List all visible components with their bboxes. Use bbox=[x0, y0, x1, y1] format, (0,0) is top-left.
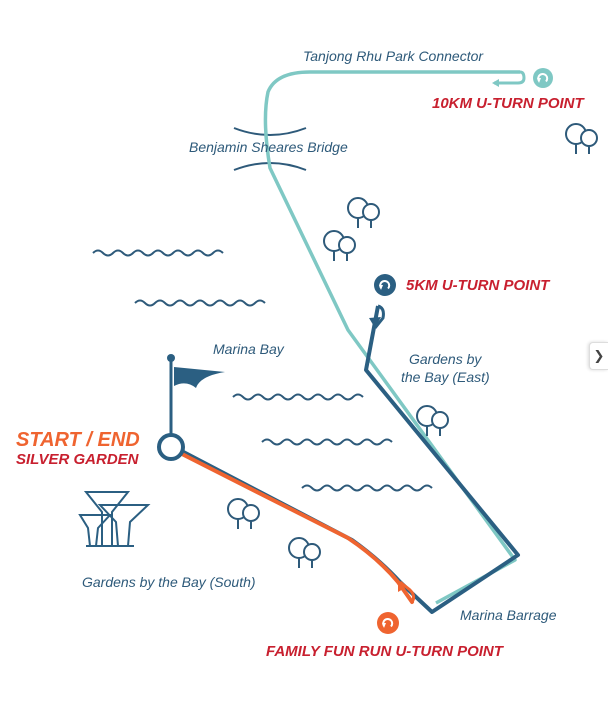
bridge-label: Benjamin Sheares Bridge bbox=[189, 139, 348, 155]
wave-icon bbox=[134, 299, 266, 307]
tree-icon bbox=[565, 123, 598, 154]
wave-icon bbox=[92, 249, 224, 257]
marina-bay-label: Marina Bay bbox=[213, 341, 285, 357]
tree-icon bbox=[347, 197, 380, 228]
park-connector-label: Tanjong Rhu Park Connector bbox=[303, 48, 484, 64]
wave-icon bbox=[232, 393, 364, 401]
gardens-east-label-line2: the Bay (East) bbox=[401, 369, 490, 385]
wave-icon bbox=[301, 484, 433, 492]
route-5km-hook bbox=[373, 304, 385, 329]
five-km-uturn-label: 5KM U-TURN POINT bbox=[406, 277, 551, 294]
arrowhead-family bbox=[398, 583, 405, 592]
tree-icon bbox=[227, 498, 260, 529]
ten-km-uturn-label: 10KM U-TURN POINT bbox=[432, 95, 586, 112]
uturn-icon-10km bbox=[533, 68, 553, 88]
arrowhead-10km bbox=[492, 79, 499, 87]
water-waves bbox=[92, 249, 433, 492]
uturn-icon-5km bbox=[374, 274, 396, 296]
next-slide-button[interactable]: ❯ bbox=[589, 342, 608, 370]
route-family bbox=[176, 450, 414, 604]
route-10km-turn bbox=[494, 70, 526, 85]
bridge-arc-top bbox=[233, 127, 307, 136]
gardens-south-label: Gardens by the Bay (South) bbox=[82, 574, 256, 590]
tree-icon bbox=[323, 230, 356, 261]
marina-barrage-label: Marina Barrage bbox=[460, 607, 557, 623]
tree-icon bbox=[416, 405, 449, 436]
silver-garden-label: SILVER GARDEN bbox=[16, 451, 140, 468]
family-fun-uturn-label: FAMILY FUN RUN U-TURN POINT bbox=[266, 643, 505, 660]
flag-icon bbox=[174, 367, 225, 388]
arrowhead-5km bbox=[369, 317, 381, 328]
flag-pole-knob bbox=[167, 354, 175, 362]
gardens-east-label-line1: Gardens by bbox=[409, 351, 482, 367]
chevron-right-icon: ❯ bbox=[593, 348, 605, 364]
tree-icon bbox=[288, 537, 321, 568]
supertree-icon bbox=[78, 491, 151, 547]
wave-icon bbox=[261, 438, 393, 446]
route-family-hook bbox=[399, 580, 416, 603]
start-end-marker bbox=[157, 433, 185, 461]
uturn-icon-family bbox=[377, 612, 399, 634]
route-10km bbox=[263, 70, 520, 605]
start-end-label: START / END bbox=[16, 429, 140, 451]
